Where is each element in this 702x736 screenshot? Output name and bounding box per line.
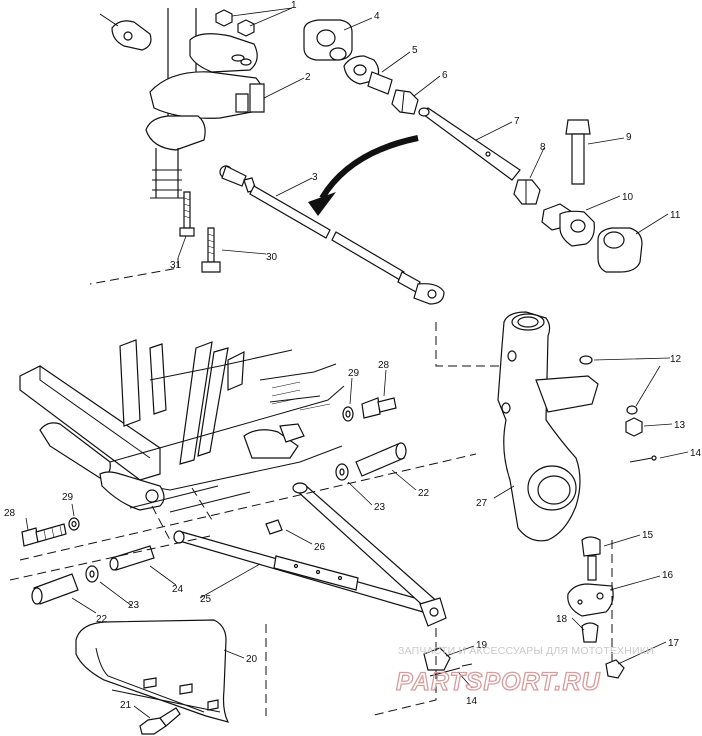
callout-23-left: 23 (128, 600, 140, 611)
ball-joint (423, 536, 625, 679)
bolt-part-28-right (361, 397, 397, 419)
callout-15: 15 (642, 530, 654, 541)
callout-24: 24 (172, 584, 184, 595)
callout-1: 1 (291, 0, 297, 11)
leader-lines (25, 7, 689, 719)
callout-18: 18 (556, 614, 568, 625)
spindle (497, 311, 599, 542)
callout-25: 25 (200, 594, 212, 605)
callout-29-left: 29 (62, 492, 74, 503)
bolt-part-9 (565, 119, 591, 185)
nuts-part-1 (215, 9, 255, 37)
bushing-part-11 (597, 227, 643, 273)
callout-30: 30 (266, 252, 278, 263)
bolt-part-21 (139, 707, 181, 735)
tie-rod-end-upper-left (99, 13, 152, 51)
rod-end-part-5 (343, 55, 393, 95)
steering-post (145, 8, 265, 199)
callout-5: 5 (412, 45, 418, 56)
jam-nut-part-6 (391, 89, 419, 115)
a-arm (173, 482, 447, 627)
callout-7: 7 (514, 116, 520, 127)
watermark-logo: PARTSPORT.RU (396, 668, 601, 696)
callout-22-left: 22 (96, 614, 108, 625)
hardware-parts-12-14 (579, 355, 657, 463)
washer-part-23-left (85, 565, 99, 583)
washer-part-29-left (68, 517, 80, 531)
callout-6: 6 (442, 70, 448, 81)
frame (19, 339, 345, 513)
callout-9: 9 (626, 132, 632, 143)
callout-2: 2 (305, 72, 311, 83)
bushing-part-4 (303, 19, 353, 61)
callout-28-left: 28 (4, 508, 16, 519)
callout-14-bottom: 14 (466, 696, 478, 707)
callout-8: 8 (540, 142, 546, 153)
callout-21: 21 (120, 700, 132, 711)
callout-3: 3 (312, 172, 318, 183)
bolts-part-30-31 (179, 191, 221, 273)
jam-nut-part-8 (513, 179, 541, 205)
callout-29-right: 29 (348, 368, 360, 379)
assembly-lines (9, 258, 613, 717)
callout-28-right: 28 (378, 360, 390, 371)
bolt-part-28-left (21, 523, 67, 547)
callout-19: 19 (476, 640, 488, 651)
skid-plate (75, 619, 230, 723)
callout-20: 20 (246, 654, 258, 665)
callout-26: 26 (314, 542, 326, 553)
washer-part-23-right (335, 463, 349, 481)
callout-11: 11 (670, 210, 681, 221)
callout-13: 13 (674, 420, 686, 431)
bushing-part-24 (109, 545, 155, 571)
tie-rod (219, 165, 445, 305)
callout-numbers: 1 2 3 4 5 6 7 8 9 10 11 12 13 14 15 16 1… (4, 0, 702, 711)
callout-31: 31 (170, 260, 182, 271)
assembly-direction-arrow (308, 135, 419, 216)
bushing-part-22-left (31, 573, 79, 605)
callout-12: 12 (670, 354, 682, 365)
washer-part-29-right (342, 406, 354, 422)
watermark: ЗАПЧАСТИ И АКСЕССУАРЫ ДЛЯ МОТОТЕХНИКИ PA… (395, 645, 654, 697)
callout-10: 10 (622, 192, 634, 203)
callout-22-right: 22 (418, 488, 430, 499)
callout-16: 16 (662, 570, 674, 581)
callout-23-right: 23 (374, 502, 386, 513)
adjuster-sleeve-part-7 (418, 107, 521, 181)
bushing-part-22-right (355, 442, 407, 477)
callout-17: 17 (668, 638, 680, 649)
callout-14-right: 14 (690, 448, 702, 459)
watermark-caption: ЗАПЧАСТИ И АКСЕССУАРЫ ДЛЯ МОТОТЕХНИКИ (398, 645, 654, 657)
rod-end-part-10 (541, 203, 595, 247)
callout-4: 4 (374, 11, 380, 22)
callout-27: 27 (476, 498, 488, 509)
